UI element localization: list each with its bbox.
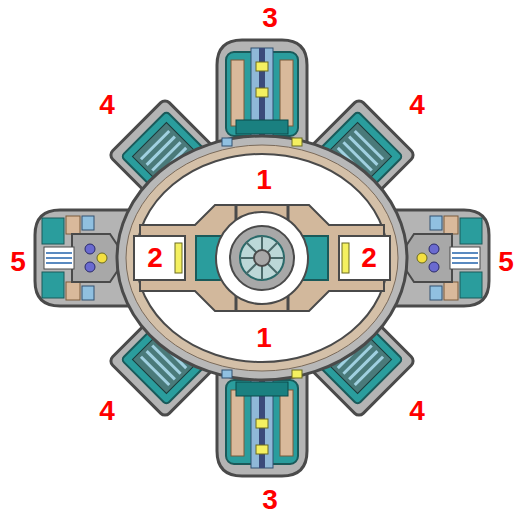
callout-number: 4 (407, 396, 427, 426)
callout-number: 5 (8, 247, 28, 277)
callout-number: 4 (97, 90, 117, 120)
callout-number: 2 (145, 243, 165, 273)
callout-number: 4 (97, 396, 117, 426)
callout-number: 3 (260, 485, 280, 515)
callout-number: 3 (260, 3, 280, 33)
callout-number: 1 (254, 165, 274, 195)
callout-number: 4 (407, 90, 427, 120)
callout-number: 5 (496, 247, 516, 277)
callout-number: 2 (359, 243, 379, 273)
callout-number: 1 (254, 323, 274, 353)
